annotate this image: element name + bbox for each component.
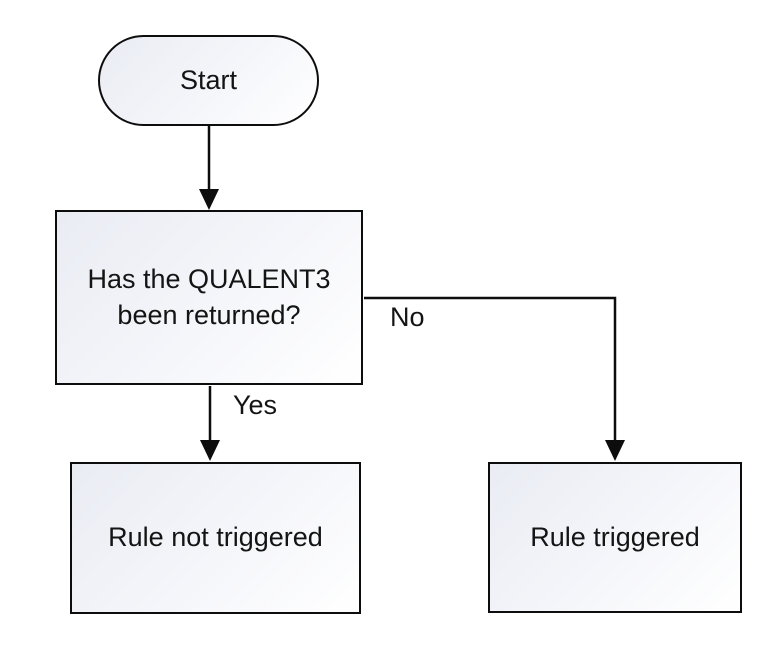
node-rule-triggered: Rule triggered bbox=[488, 462, 742, 613]
node-decision-label: Has the QUALENT3 been returned? bbox=[87, 263, 331, 330]
node-rule-triggered-label: Rule triggered bbox=[530, 521, 700, 552]
arrowhead-start-to-decision-icon bbox=[199, 189, 219, 210]
node-start: Start bbox=[98, 35, 319, 126]
node-decision: Has the QUALENT3 been returned? bbox=[55, 210, 363, 385]
node-rule-not-triggered-label: Rule not triggered bbox=[108, 522, 323, 553]
arrowhead-decision-to-rule-triggered-icon bbox=[605, 440, 625, 461]
arrowhead-decision-to-rule-not-triggered-icon bbox=[200, 440, 220, 461]
edge-label-yes: Yes bbox=[233, 390, 278, 420]
node-start-label: Start bbox=[179, 64, 238, 95]
node-rule-not-triggered: Rule not triggered bbox=[70, 462, 361, 614]
edge-label-no: No bbox=[390, 302, 425, 332]
